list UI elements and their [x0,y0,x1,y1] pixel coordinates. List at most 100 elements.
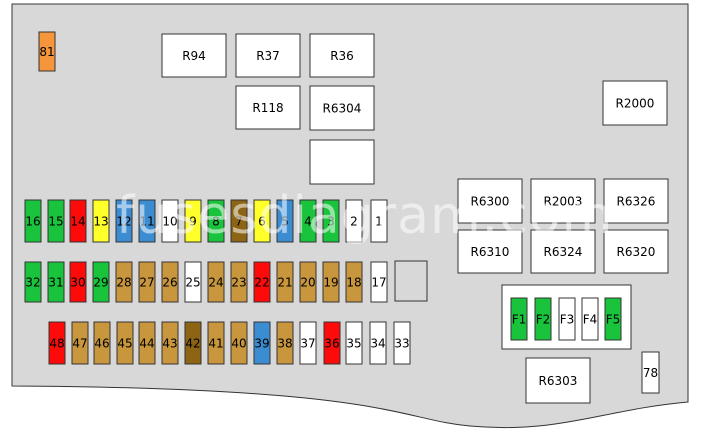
fuse-15-label: 15 [48,214,63,228]
relay-r118-label: R118 [252,101,283,115]
fuse-13: 13 [92,199,110,243]
fuse-6-label: 6 [258,214,266,228]
fuse-31: 31 [47,261,65,303]
fuse-31-body [47,261,65,303]
fuse-21-label: 21 [277,275,292,289]
fuse-43-body [161,321,179,365]
fuse-f3-label: F3 [560,312,575,326]
fuse-23: 23 [230,261,248,303]
fuse-2-label: 2 [350,214,358,228]
fuse-15-body [47,199,65,243]
fuse-34-body [369,321,387,365]
fuse-81: 81 [38,31,56,72]
fuse-24-label: 24 [208,275,223,289]
fuse-26-label: 26 [162,275,177,289]
fuse-22-body [253,261,271,303]
fuse-30: 30 [69,261,87,303]
fuse-48-label: 48 [49,336,64,350]
fuse-45-label: 45 [117,336,132,350]
fuse-16-body [24,199,42,243]
fuse-17: 17 [370,261,388,303]
fuse-38-label: 38 [277,336,292,350]
fuse-19-body [322,261,340,303]
fuse-81-label: 81 [39,45,54,59]
fuse-36-body [323,321,341,365]
fuse-8: 8 [207,199,225,243]
fuse-2: 2 [345,199,363,243]
fuse-78-body [641,351,660,394]
relay-r2003: R2003 [530,178,596,224]
fuse-27-body [138,261,156,303]
fuse-44: 44 [138,321,156,365]
fuse-39-label: 39 [254,336,269,350]
fuse-f5: F5 [604,297,622,341]
fuse-26: 26 [161,261,179,303]
relay-r6300-body [457,178,523,224]
relay-r6320-label: R6320 [617,245,656,259]
fuse-43: 43 [161,321,179,365]
fuse-f4-body [581,297,599,341]
fuse-7-label: 7 [235,214,243,228]
fuse-17-label: 17 [371,275,386,289]
fuse-40-body [230,321,248,365]
fuse-12-label: 12 [116,214,131,228]
fuse-11-body [138,199,156,243]
fuse-f2-body [534,297,552,341]
fuse-44-label: 44 [139,336,154,350]
fuse-47: 47 [71,321,89,365]
fuse-14-body [69,199,87,243]
fuse-25-label: 25 [185,275,200,289]
fuse-31-label: 31 [48,275,63,289]
fuse-15: 15 [47,199,65,243]
fuse-28-label: 28 [116,275,131,289]
fuse-f5-body [604,297,622,341]
fuse-27: 27 [138,261,156,303]
fuse-8-body [207,199,225,243]
fuse-41-label: 41 [208,336,223,350]
fuse-14-label: 14 [70,214,85,228]
fuse-36: 36 [323,321,341,365]
fuse-20-label: 20 [300,275,315,289]
fuse-46: 46 [93,321,111,365]
fuse-16: 16 [24,199,42,243]
fuse-5-body [276,199,294,243]
fuse-23-label: 23 [231,275,246,289]
fuse-30-label: 30 [70,275,85,289]
fuse-45: 45 [116,321,134,365]
fuse-33: 33 [393,321,411,365]
fuse-78: 78 [641,351,660,394]
relay-r6324-label: R6324 [544,245,583,259]
fuse-47-label: 47 [72,336,87,350]
fuse-1-label: 1 [375,214,383,228]
fuse-21-body [276,261,294,303]
fuse-32-body [24,261,42,303]
relay-r36: R36 [309,33,375,78]
relay-r6300-label: R6300 [471,194,510,208]
relay-r6304-label: R6304 [323,101,362,115]
relay-r6324-body [530,229,596,274]
fuse-32-label: 32 [25,275,40,289]
fuse-17-body [370,261,388,303]
relay-r94-label: R94 [182,49,206,63]
relay-r6304-body [309,85,375,131]
relay-r6326: R6326 [603,178,669,224]
fuse-30-body [69,261,87,303]
fuse-27-label: 27 [139,275,154,289]
fuse-6: 6 [253,199,271,243]
fuse-10-body [161,199,179,243]
fuse-13-body [92,199,110,243]
fuse-9-body [184,199,202,243]
relay-blank-5-body [309,139,375,185]
fuse-13-label: 13 [93,214,108,228]
fuse-38: 38 [276,321,294,365]
fuse-10: 10 [161,199,179,243]
relay-r6326-body [603,178,669,224]
relay-r6324: R6324 [530,229,596,274]
relay-r37-label: R37 [256,49,280,63]
relay-r37: R37 [235,33,301,78]
fuse-f5-label: F5 [606,312,621,326]
fuse-35: 35 [345,321,363,365]
relay-r6310: R6310 [457,229,523,274]
